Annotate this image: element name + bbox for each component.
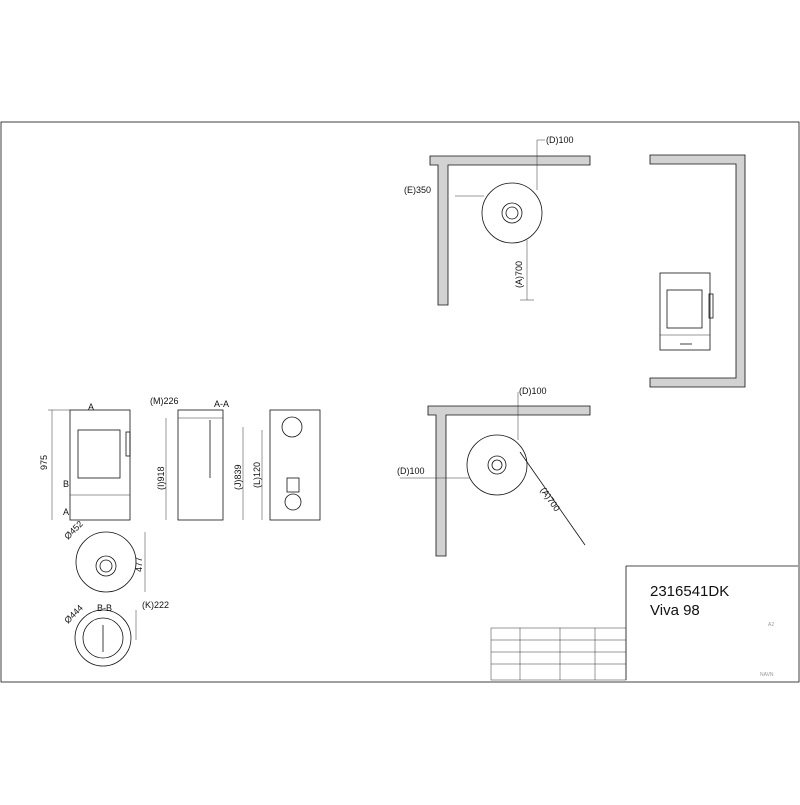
dim-e-top: (E)350 xyxy=(404,185,431,195)
sign-label: NAVN xyxy=(760,672,774,678)
dim-j: (J)839 xyxy=(233,464,243,490)
dim-a-top: (A)700 xyxy=(514,261,524,288)
dim-k: (K)222 xyxy=(142,600,169,610)
wall-corner-bottom xyxy=(427,405,591,557)
flue-top-outlet xyxy=(281,416,303,438)
dim-d-bottom-top: (D)100 xyxy=(519,386,547,396)
section-label-bb: B-B xyxy=(97,603,112,613)
sheet-border xyxy=(0,121,800,683)
dim-dia-top: Ø452 xyxy=(62,519,85,542)
dim-d-top: (D)100 xyxy=(546,135,574,145)
section-mark-a: A xyxy=(88,402,94,412)
plan-view-top: (D)100 (E)350 (A)700 xyxy=(404,135,591,306)
stove-side xyxy=(269,409,321,521)
stove-elevation-right xyxy=(659,272,711,351)
flue-outlet-top xyxy=(501,202,523,224)
dim-a-bottom: (A)700 xyxy=(538,485,562,513)
corner-mark: A2 xyxy=(768,622,774,628)
plan-view-bottom: (D)100 (D)100 (A)700 xyxy=(397,386,591,557)
dim-l: (L)120 xyxy=(252,462,262,488)
stove-footprint-bottom xyxy=(466,434,528,496)
stove-section-aa xyxy=(177,409,224,521)
stove-front xyxy=(69,409,131,521)
model-name: Viva 98 xyxy=(650,602,700,619)
flue-rear-outlet xyxy=(284,493,302,511)
front-elevation: 975 A B A xyxy=(39,402,131,521)
elevation-niche xyxy=(649,154,746,388)
stove-top-view xyxy=(75,531,137,593)
title-block: 2316541DK Viva 98 A2 NAVN xyxy=(490,565,798,681)
side-elevation: (J)839 (L)120 xyxy=(233,409,321,521)
section-label-aa: A-A xyxy=(214,399,229,409)
section-mark-b: B xyxy=(63,479,69,489)
dim-m: (M)226 xyxy=(150,396,179,406)
dim-i: (I)918 xyxy=(156,466,166,490)
top-view: Ø452 477 xyxy=(62,519,146,593)
flue-outlet-bottom xyxy=(487,455,507,475)
wall-niche xyxy=(649,154,746,388)
revision-table xyxy=(490,627,627,681)
section-aa: (M)226 A-A (I)918 xyxy=(150,396,229,521)
dim-height-total: 975 xyxy=(39,455,49,470)
stove-footprint-top xyxy=(481,182,543,244)
dim-d-bottom-left: (D)100 xyxy=(397,466,425,476)
section-mark-a-lower: A xyxy=(63,507,69,517)
wall-corner-top xyxy=(429,155,591,306)
dim-depth: 477 xyxy=(134,557,144,572)
drawing-number: 2316541DK xyxy=(650,583,729,600)
section-bb: B-B Ø444 (K)222 xyxy=(62,600,169,667)
